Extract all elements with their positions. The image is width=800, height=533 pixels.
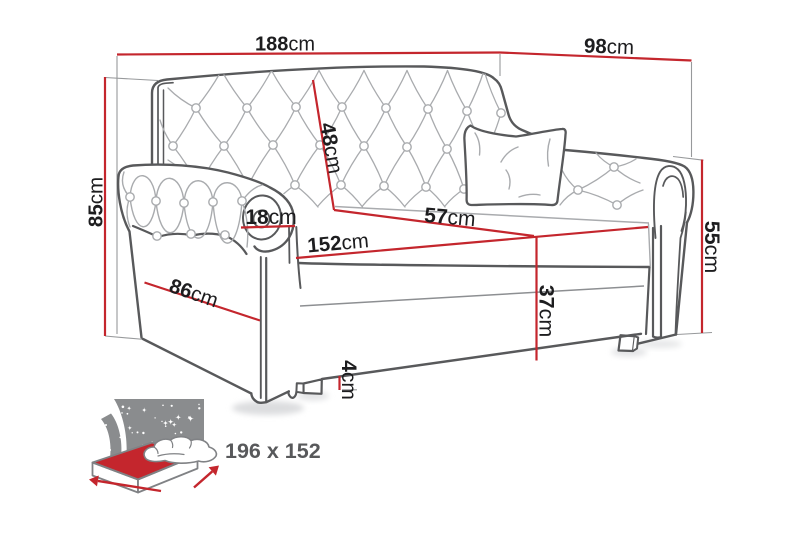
svg-text:85cm: 85cm: [84, 177, 107, 227]
svg-text:152cm: 152cm: [306, 229, 369, 257]
svg-text:55cm: 55cm: [700, 221, 724, 274]
svg-text:4cm: 4cm: [337, 360, 360, 400]
svg-text:37cm: 37cm: [534, 285, 558, 338]
svg-text:98cm: 98cm: [584, 35, 635, 60]
svg-text:57cm: 57cm: [423, 204, 476, 231]
svg-text:188cm: 188cm: [255, 34, 315, 56]
svg-text:18cm: 18cm: [245, 206, 296, 229]
svg-text:196 x 152: 196 x 152: [225, 439, 321, 463]
svg-text:48cm: 48cm: [315, 121, 347, 176]
